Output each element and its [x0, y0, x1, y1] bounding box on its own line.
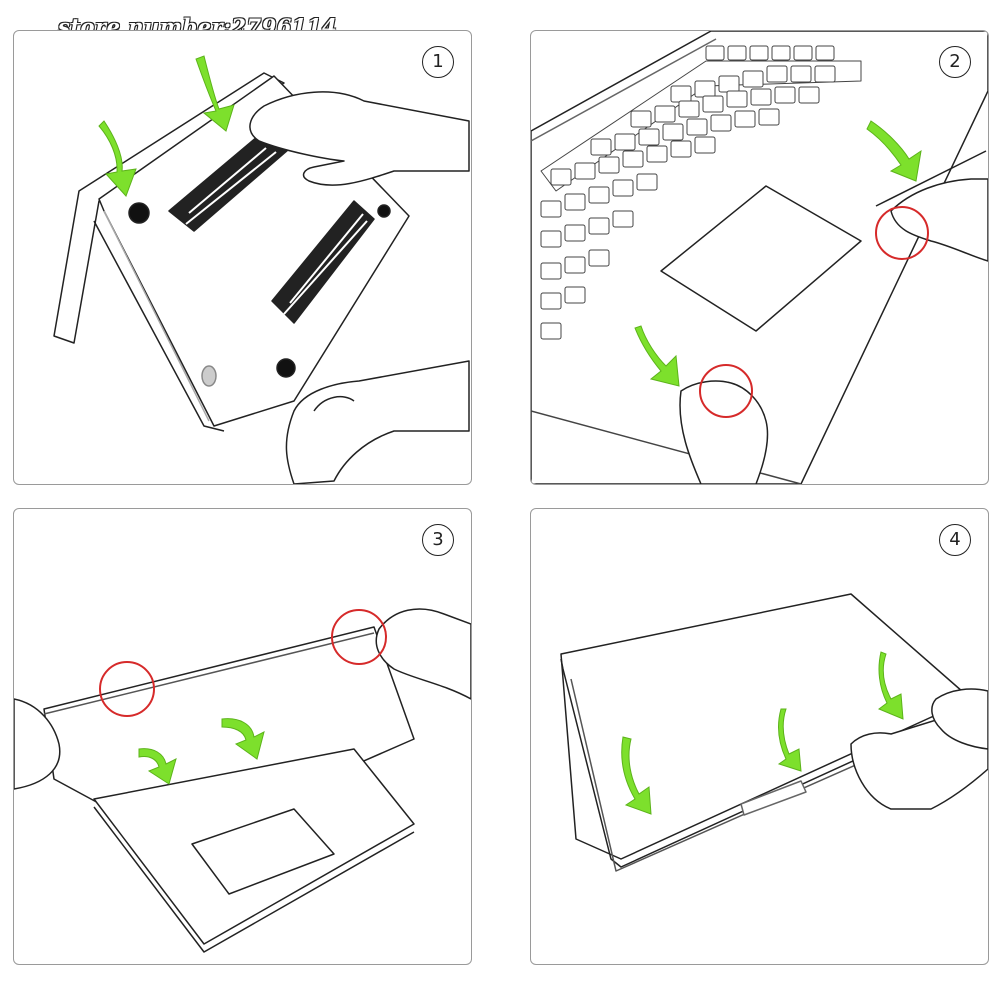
step-1-illustration: [53, 55, 470, 484]
hand-left: [14, 698, 61, 790]
keyboard-keys: [540, 45, 836, 340]
step-number-badge: 3: [422, 524, 454, 556]
step-number-badge: 1: [422, 46, 454, 78]
step-panel-1: 1: [13, 30, 472, 485]
laptop-lid-closed: [560, 593, 972, 860]
rubber-foot: [276, 358, 296, 378]
hand-bottom: [285, 360, 470, 484]
press-arrows: [98, 55, 235, 197]
step-panel-2: 2: [530, 30, 989, 485]
hand-right: [931, 688, 988, 750]
press-arrows: [621, 651, 904, 815]
press-arrows: [138, 718, 265, 785]
step-number-badge: 2: [939, 46, 971, 78]
step-4-illustration: [560, 593, 988, 872]
clip-highlight-circles: [99, 609, 387, 717]
step-2-illustration: [531, 31, 988, 484]
step-panel-4: 4: [530, 508, 989, 965]
press-arrows: [634, 120, 922, 387]
step-number-badge: 4: [939, 524, 971, 556]
hand-top: [249, 91, 470, 186]
hand-right: [890, 178, 988, 262]
step-3-illustration: [14, 608, 471, 953]
trackpad: [191, 808, 335, 895]
step-panel-3: 3: [13, 508, 472, 965]
rubber-foot: [128, 202, 150, 224]
trackpad: [660, 185, 862, 332]
clip-highlight-circles: [699, 206, 929, 418]
laptop-lid: [53, 72, 285, 344]
